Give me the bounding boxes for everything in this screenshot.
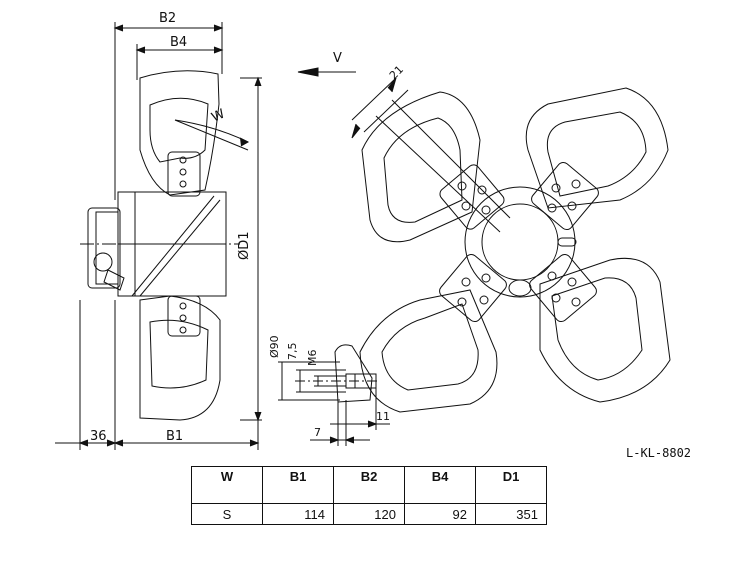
col-header-b1: B1 (262, 466, 334, 504)
table-row: S 114 120 92 351 (191, 503, 547, 525)
label-b1: B1 (166, 429, 183, 444)
front-hub (464, 186, 576, 298)
label-21: 21 (387, 63, 406, 82)
dimension-table: W B1 B2 B4 D1 S 114 120 92 351 (191, 466, 547, 525)
front-view (297, 67, 671, 413)
side-upper-blade (139, 70, 220, 196)
label-7: 7 (314, 426, 321, 439)
col-header-b4: B4 (404, 466, 476, 504)
label-36: 36 (90, 429, 107, 444)
cell-b4: 92 (404, 503, 476, 525)
cell-b2: 120 (333, 503, 405, 525)
label-w: W (209, 107, 227, 126)
label-11: 11 (376, 410, 390, 423)
label-7-5: 7,5 (286, 343, 299, 361)
motor-housing (87, 207, 121, 289)
label-m6: M6 (306, 350, 319, 367)
table-header-row: W B1 B2 B4 D1 (191, 466, 547, 504)
cell-d1: 351 (475, 503, 547, 525)
col-header-d1: D1 (475, 466, 547, 504)
blade-top-right (525, 87, 669, 209)
reference-code: L-KL-8802 (626, 446, 691, 460)
blade-top-left (361, 91, 481, 243)
side-lower-blade (139, 295, 221, 421)
label-b2: B2 (159, 11, 176, 26)
blade-bottom-right (539, 257, 671, 403)
side-view (55, 22, 262, 450)
cell-w: S (191, 503, 263, 525)
col-header-b2: B2 (333, 466, 405, 504)
blade-bottom-left (359, 289, 498, 413)
shaft-detail (278, 344, 390, 446)
label-v: V (333, 51, 342, 66)
col-header-w: W (191, 466, 263, 504)
label-dia90: Ø90 (268, 335, 281, 358)
label-d1: ØD1 (237, 231, 252, 260)
label-b4: B4 (170, 35, 187, 50)
cell-b1: 114 (262, 503, 334, 525)
